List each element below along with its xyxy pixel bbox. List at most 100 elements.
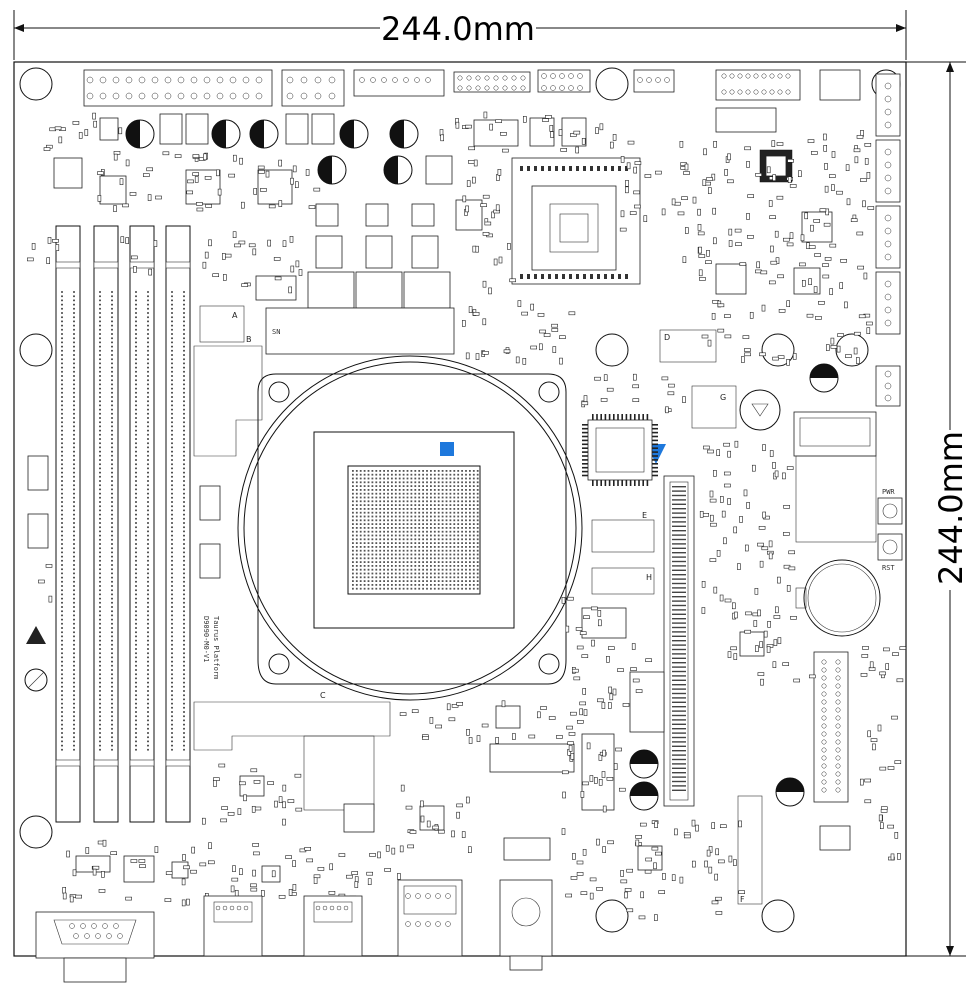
smd-part [778,308,786,313]
pin [392,77,398,83]
super-io-chip [587,419,653,481]
pin [138,92,146,100]
smd-part [583,709,588,716]
pin [493,85,499,91]
cpu-pin [457,477,460,480]
cpu-pin [387,584,389,586]
smd-part [471,176,476,184]
dimm-pin [171,618,173,621]
dimm-pin [171,698,173,701]
pin [596,414,598,420]
cpu-pin [410,523,413,525]
cpu-pin [402,515,405,518]
smd-part [824,163,828,170]
dimm-pin [171,543,173,545]
pin [821,707,827,713]
smd-part [860,672,868,677]
dimm-pin [135,639,137,642]
cpu-pin [371,587,374,590]
cpu-pin [469,580,471,582]
dimm-pin [61,534,63,537]
cpu-pin [355,538,358,541]
dimm-pin [135,702,137,705]
cpu-pin [418,568,421,571]
cpu-pin [472,492,475,495]
cpu-pin [469,565,471,567]
dimm-pin [147,454,149,457]
smd-part [598,778,603,786]
dimm-pin [73,530,75,533]
smd-part [561,596,566,604]
cpu-pin [391,477,393,480]
smd-part [619,227,627,232]
dimm-pin [111,614,113,617]
cpu-pin [387,534,389,537]
pin [672,670,686,673]
dimm-pin [135,328,137,331]
smd-part [772,661,777,669]
cpu-pin [422,527,424,529]
pin [541,85,547,91]
cpu-pin [457,530,460,533]
smd-part [822,274,830,279]
smd-part [698,246,702,254]
pin [835,691,841,697]
cpu-pin [394,504,397,506]
dimm-pin [171,387,173,390]
smd-part [426,820,431,828]
dimm-pin [171,492,173,495]
cpu-pin [449,523,452,525]
cpu-pin [433,576,436,579]
dimm-pin [171,320,173,323]
cpu-pin [410,538,413,541]
smd-part [196,202,203,206]
pin [314,76,322,84]
dimm-pin [135,417,137,419]
cpu-pin [359,485,362,487]
dimm-pin [171,421,173,424]
cpu-pin [437,527,440,529]
pin [99,76,107,84]
dimm-pin [61,429,63,432]
dimm-pin [73,337,75,340]
smd-part [234,243,241,248]
cpu-pin [422,553,424,556]
pin [638,480,640,486]
cpu-pin [406,587,409,590]
smd-part [625,180,629,187]
cpu-pin [430,572,432,575]
dimm-pin [183,299,185,302]
dimm-pin [147,530,149,533]
cpu-pin [371,485,374,487]
dimm-pin [171,400,173,403]
cpu-pin [383,504,385,506]
cpu-pin [426,470,428,472]
smd-part [862,200,866,208]
cpu-pin [476,542,479,544]
cpu-pin [394,489,397,491]
pin [884,95,892,103]
cpu-pin [445,496,448,499]
smd-part [162,151,170,156]
pin [672,785,686,787]
cpu-pin [476,473,479,476]
smd-part [892,652,899,656]
cpu-pin [391,553,393,556]
smd-part [760,270,768,275]
dimm-pin [73,585,75,587]
dimm-pin [99,555,101,558]
pin [821,731,827,737]
smd-part [204,251,209,259]
smd-part [727,450,732,458]
pin [884,293,892,301]
cpu-pin [387,511,389,514]
pin [629,480,632,486]
cpu-pin [394,538,397,541]
cpu-pin [472,561,475,563]
smd-part [771,140,776,147]
cpu-pin [472,515,475,518]
dimm-pin [147,471,149,474]
smd-part [384,868,391,872]
dimm-pin [183,333,185,335]
cpu-pin [472,587,475,590]
